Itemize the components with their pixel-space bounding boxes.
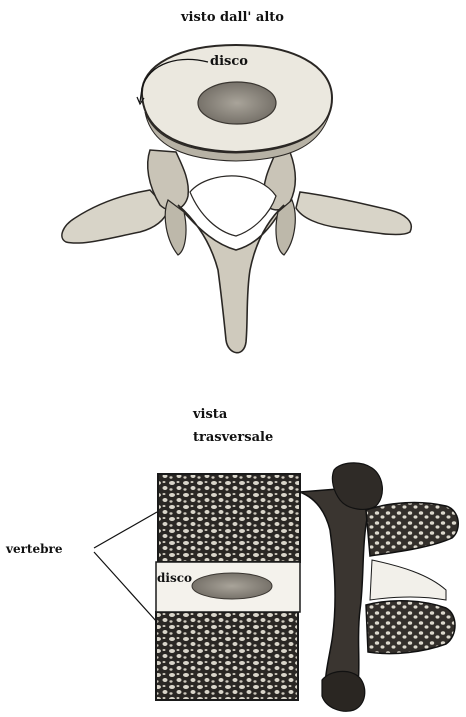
side-view-title-line2: trasversale <box>193 430 273 445</box>
top-view-title: visto dall' alto <box>181 10 284 25</box>
lower-articular-process <box>322 671 365 711</box>
top-disc-nucleus <box>198 82 276 124</box>
side-view-title-line1: vista <box>193 407 227 422</box>
lower-spinous-process <box>366 601 455 654</box>
top-disc-label: disco <box>210 54 248 69</box>
side-disc-label: disco <box>157 571 192 586</box>
vertebral-foramen <box>190 176 276 236</box>
upper-spinous-process <box>366 503 458 556</box>
vertebrae-leader-upper <box>94 512 157 548</box>
side-disc-nucleus <box>192 573 272 599</box>
right-transverse-process <box>296 192 411 235</box>
upper-vertebral-body <box>158 474 300 562</box>
lower-vertebral-body <box>156 612 298 700</box>
top-view-vertebra <box>62 45 411 353</box>
vertebrae-label: vertebre <box>6 542 62 557</box>
vertebrae-leader-lower <box>94 552 157 622</box>
side-view-spine <box>94 463 458 711</box>
left-articular-process <box>165 200 186 255</box>
left-transverse-process <box>62 190 168 243</box>
